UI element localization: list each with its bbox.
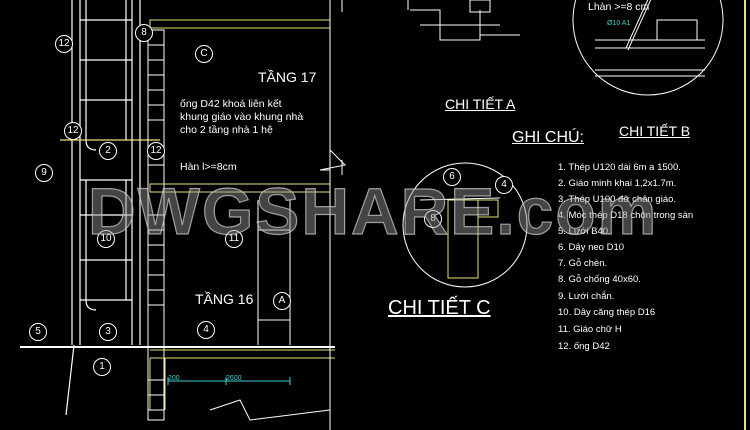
dim-2600: 2600 — [226, 375, 242, 382]
legend-item: 5. Lưới B40. — [558, 226, 611, 237]
callout-9: 9 — [35, 164, 53, 182]
detail-c-circle — [402, 162, 528, 288]
legend-item: 1. Thép U120 dài 6m a 1500. — [558, 162, 681, 173]
detail-c-callout-4: 4 — [495, 176, 513, 194]
callout-3: 3 — [99, 323, 117, 341]
note-line-3: cho 2 tầng nhà 1 hệ — [180, 124, 273, 136]
callout-11: 11 — [225, 230, 243, 248]
legend-item: 6. Dây neo D10 — [558, 242, 625, 253]
legend-item: 8. Gỗ chống 40x60. — [558, 274, 641, 285]
callout-4: 4 — [197, 321, 215, 339]
h-frame — [257, 200, 291, 345]
callout-8: 8 — [135, 24, 153, 42]
detail-c-title: CHI TIẾT C — [388, 297, 491, 319]
legend-item: 3. Thép U100 đỡ chân giáo. — [558, 194, 677, 205]
callout-12: 12 — [64, 122, 82, 140]
legend-item: 4. Móc thép D18 chôn trong sàn — [558, 210, 694, 221]
note-line-2: khung giáo vào khung nhà — [180, 111, 304, 123]
callout-2: 2 — [99, 142, 117, 160]
legend-item: 12. ống D42 — [558, 341, 610, 352]
legend-item: 9. Lưới chắn. — [558, 291, 615, 302]
detail-a-drawing — [410, 0, 520, 41]
detail-a-title: CHI TIẾT A — [445, 96, 516, 112]
detail-c-callout-6: 6 — [443, 168, 461, 186]
callout-12: 12 — [147, 142, 165, 160]
callout-c: C — [195, 45, 213, 63]
callout-12: 12 — [55, 35, 73, 53]
callout-a: A — [273, 292, 291, 310]
legend-title: GHI CHÚ: — [512, 129, 584, 146]
detail-b-weld-note: Lhàn >=8 cm — [588, 1, 650, 13]
detail-b-rebar: Ø10 A1 — [607, 20, 631, 27]
legend-item: 10. Dây căng thép D16 — [558, 307, 656, 318]
weld-note: Hàn l>=8cm — [180, 161, 237, 173]
detail-b-title: CHI TIẾT B — [619, 123, 691, 139]
legend-item: 2. Giáo minh khai 1,2x1.7m. — [558, 178, 677, 189]
detail-b-circle — [572, 0, 724, 96]
floor-16-label: TẦNG 16 — [195, 291, 254, 307]
floor-17-label: TẦNG 17 — [258, 69, 317, 85]
legend-item: 11. Giáo chữ H — [558, 324, 622, 335]
callout-1: 1 — [93, 358, 111, 376]
base-plate — [656, 19, 698, 41]
legend-item: 7. Gỗ chèn. — [558, 258, 608, 269]
note-line-1: ống D42 khoá liên kết — [180, 98, 282, 110]
dim-200: 200 — [168, 375, 180, 382]
callout-10: 10 — [97, 230, 115, 248]
detail-c-callout-8: 8 — [424, 210, 442, 228]
scaffold — [60, 0, 160, 416]
callout-5: 5 — [29, 323, 47, 341]
